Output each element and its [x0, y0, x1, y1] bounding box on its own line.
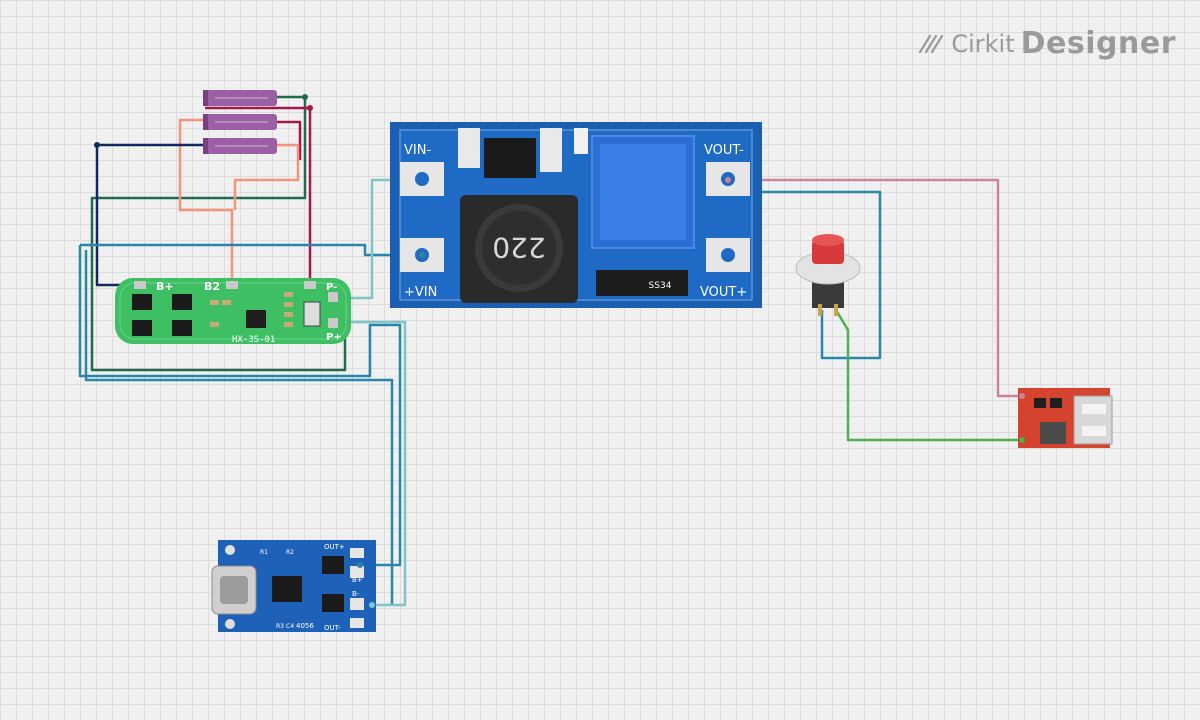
usb-inductor: [1040, 422, 1066, 444]
charger-label-b-plus: B+: [352, 576, 363, 584]
wire-teal-bms-vin[interactable]: [80, 243, 422, 257]
bms-board[interactable]: B+ B2 P- P+ HX-3S-01: [115, 278, 351, 345]
push-button[interactable]: [795, 234, 861, 316]
charger-label-r3: R3: [276, 623, 284, 630]
charger-label-chip: 4056: [296, 622, 314, 630]
bms-passives: [210, 292, 293, 327]
boost-label-vout-minus: VOUT-: [704, 143, 744, 158]
bms-pad-pminus[interactable]: [328, 292, 338, 302]
wire-navy-battery-bplus[interactable]: [95, 143, 205, 287]
bms-resistor: [303, 301, 321, 327]
brand-name-bold: Designer: [1020, 26, 1176, 61]
battery-cell-3[interactable]: [203, 138, 277, 154]
boost-label-vout-plus: VOUT+: [700, 285, 747, 300]
charger-label-c4: C4: [286, 623, 294, 630]
charger-pad-b-plus[interactable]: [350, 566, 364, 578]
bms-ic: [246, 310, 266, 328]
charger-module[interactable]: OUT+ B+ B- OUT- 4056 R1 R2 R3 C4: [211, 540, 376, 632]
wire-salmon-battery[interactable]: [178, 118, 234, 285]
boost-label-vin-plus: +VIN: [404, 285, 437, 300]
boost-converter[interactable]: 220 SS34 VIN- +VIN VOUT- VOUT+: [390, 122, 762, 308]
usb-module[interactable]: [1018, 388, 1113, 448]
cirkit-logo-icon: [919, 34, 944, 53]
wire-crimson-battery-2[interactable]: [270, 120, 302, 160]
wire-crimson-battery-mid[interactable]: [205, 106, 312, 285]
battery-pack[interactable]: [203, 90, 277, 154]
bms-label-model: HX-3S-01: [232, 335, 275, 345]
charger-label-r2: R2: [286, 549, 294, 556]
charger-pad-out-minus[interactable]: [350, 618, 364, 628]
bms-label-pplus: P+: [326, 332, 342, 343]
wire-light-teal-charger[interactable]: [345, 320, 407, 607]
wire-endpoints: [94, 94, 1025, 608]
wire-teal-lower[interactable]: [84, 250, 394, 605]
wire-mauve-vout-usb[interactable]: [728, 178, 1022, 398]
wire-teal-loop[interactable]: [78, 245, 402, 567]
bms-pad-bminus[interactable]: [304, 281, 316, 289]
bms-mosfets: [132, 294, 192, 336]
bms-pad-pplus[interactable]: [328, 318, 338, 328]
charger-label-out-minus: OUT-: [324, 624, 341, 632]
bms-label-b2: B2: [204, 280, 220, 293]
bms-label-pminus: P-: [326, 282, 337, 293]
charger-pad-out-plus[interactable]: [350, 548, 364, 558]
bms-label-bplus: B+: [156, 280, 174, 293]
cirkit-designer-logo: Cirkit Designer: [917, 26, 1176, 61]
bms-pad-bplus[interactable]: [134, 281, 146, 289]
brand-name-light: Cirkit: [951, 29, 1015, 58]
boost-inductor-label: 220: [492, 231, 545, 264]
battery-cell-1[interactable]: [203, 90, 277, 106]
wire-green-button-usb[interactable]: [834, 309, 1022, 442]
charger-pad-b-minus[interactable]: [350, 598, 364, 610]
boost-chip: [484, 138, 536, 178]
charger-chip: [272, 576, 302, 602]
wire-salmon-battery-2[interactable]: [233, 143, 300, 210]
charger-label-b-minus: B-: [352, 590, 360, 598]
bms-pad-b2[interactable]: [226, 281, 238, 289]
usb-port[interactable]: [1073, 395, 1113, 445]
charger-label-out-plus: OUT+: [324, 543, 345, 551]
battery-cell-2[interactable]: [203, 114, 277, 130]
boost-label-vin-minus: VIN-: [404, 143, 431, 158]
boost-diode: [596, 270, 688, 296]
charger-label-r1: R1: [260, 549, 268, 556]
boost-diode-label: SS34: [649, 281, 672, 291]
